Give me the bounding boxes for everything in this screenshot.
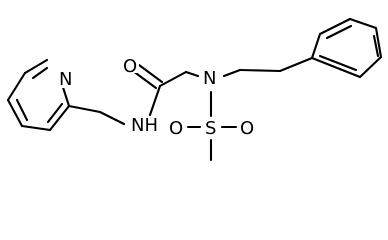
- pyridine-ring: [6, 58, 71, 132]
- sulfur-label: S: [205, 118, 216, 139]
- phenethyl-chain: [222, 56, 314, 78]
- atom-labels: N O NH N S O O: [57, 55, 256, 139]
- sulfonamide-group: [186, 90, 238, 162]
- amide-linker: [67, 63, 200, 126]
- molecule-structure: N O NH N S O O: [6, 17, 383, 162]
- carbonyl-oxygen-label: O: [123, 56, 137, 77]
- sulfonyl-oxygen-left-label: O: [169, 118, 183, 139]
- sulfonamide-nitrogen-label: N: [203, 68, 216, 89]
- pyridine-nitrogen-label: N: [59, 69, 72, 90]
- amide-nh-label: NH: [131, 115, 158, 136]
- benzene-ring: [310, 17, 383, 79]
- sulfonyl-oxygen-right-label: O: [240, 118, 254, 139]
